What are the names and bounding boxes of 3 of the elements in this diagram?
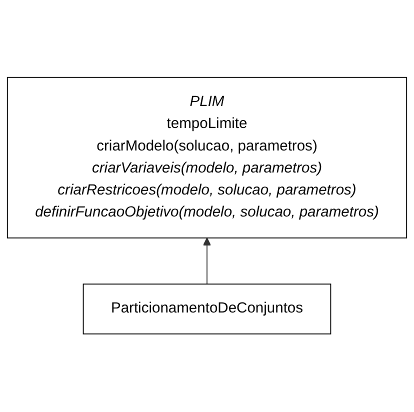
node-box: PLIM tempoLimite criarModelo(solucao, parametros) criarVariaveis(modelo, parametros) criarRestricoes(modelo, solucao, parametros) definirFuncaoObjetivo(modelo, solucao, parametros) — [6, 77, 408, 239]
node-box: ParticionamentoDeConjuntos — [82, 284, 332, 335]
arrow — [202, 238, 212, 285]
